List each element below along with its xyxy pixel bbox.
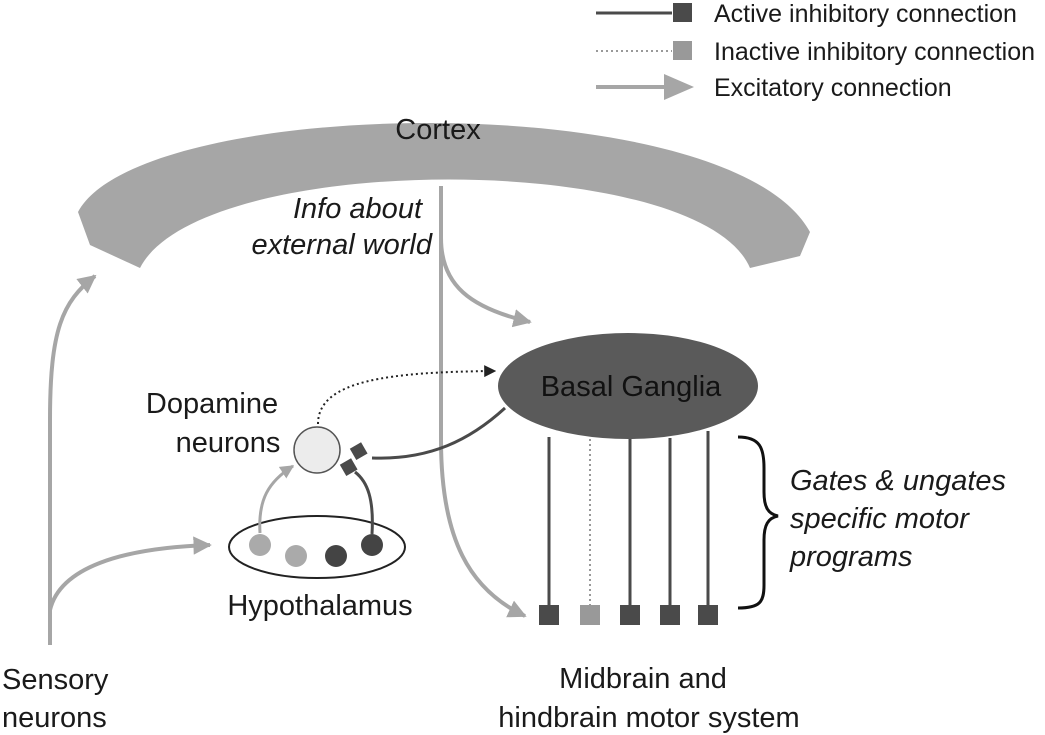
basal-ganglia-to-dopamine-terminal <box>349 442 368 461</box>
motor-gate-terminal-3 <box>620 605 640 625</box>
dopamine-label-line2: neurons <box>176 427 281 459</box>
dopamine-to-basal-ganglia-dotted-arrow <box>317 365 497 425</box>
dopamine-label-line1: Dopamine <box>146 388 278 420</box>
motor-gate-terminal-4 <box>660 605 680 625</box>
legend-inactive-square <box>673 41 692 60</box>
legend-excitatory-label: Excitatory connection <box>714 74 952 102</box>
hypothalamus-node <box>228 515 406 579</box>
hypothalamus-to-dopamine-inhibition <box>354 470 374 535</box>
basal-ganglia-node <box>498 333 758 439</box>
cortex-to-motor-system-arrow <box>439 186 527 618</box>
sensory-to-hypothalamus-arrow <box>48 536 212 611</box>
gates-label-line2: specific motor <box>790 503 970 535</box>
motor-gate-terminal-1 <box>539 605 559 625</box>
sensory-to-cortex-arrow <box>48 274 97 645</box>
midbrain-label-line2: hindbrain motor system <box>498 702 799 734</box>
sensory-label-line1: Sensory <box>2 664 109 696</box>
hypothalamus-label: Hypothalamus <box>227 590 412 622</box>
hypothalamus-to-dopamine-terminal <box>339 458 358 477</box>
motor-gates <box>539 431 718 625</box>
sensory-label-line2: neurons <box>2 702 107 734</box>
gates-curly-brace <box>737 435 779 610</box>
dopamine-neurons-node <box>293 426 341 474</box>
info-label-line1: Info about <box>293 193 424 225</box>
info-label-line2: external world <box>251 229 432 261</box>
legend: Active inhibitory connection Inactive in… <box>596 0 1035 102</box>
hypothalamus-to-dopamine-arrow <box>258 464 295 534</box>
gates-label-line3: programs <box>789 541 913 573</box>
legend-active-square <box>673 3 692 22</box>
midbrain-label-line1: Midbrain and <box>559 663 727 695</box>
cortex-arc <box>78 122 810 268</box>
hypothalamus-neuron-4 <box>361 534 383 556</box>
hypothalamus-neuron-1 <box>249 534 271 556</box>
gates-label-line1: Gates & ungates <box>790 465 1006 497</box>
motor-gate-terminal-5 <box>698 605 718 625</box>
cortex-label: Cortex <box>395 114 481 146</box>
legend-active-label: Active inhibitory connection <box>714 0 1017 28</box>
hypothalamus-neuron-2 <box>285 545 307 567</box>
basal-ganglia-label: Basal Ganglia <box>541 371 722 403</box>
legend-inactive-label: Inactive inhibitory connection <box>714 38 1035 66</box>
cortex-to-basal-ganglia-arrow <box>439 186 532 328</box>
motor-gate-terminal-2 <box>580 605 600 625</box>
hypothalamus-neuron-3 <box>325 545 347 567</box>
legend-excitatory-arrowhead <box>664 74 694 100</box>
basal-ganglia-to-dopamine-inhibition <box>371 406 507 460</box>
